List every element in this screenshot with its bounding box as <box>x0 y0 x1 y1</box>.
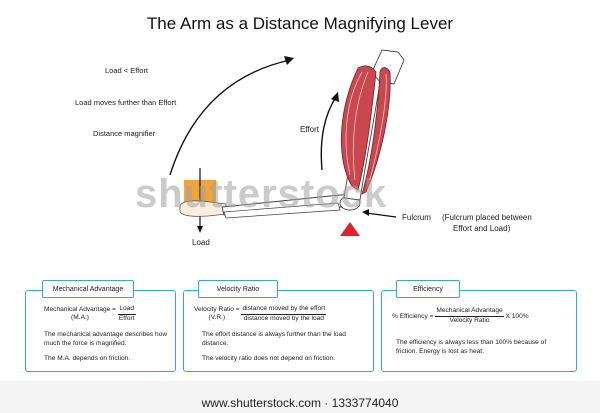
ma-denominator: Effort <box>118 314 135 322</box>
ma-formula-lhs: Mechanical Advantage = <box>44 305 117 313</box>
eff-numerator: Mechanical Advantage <box>435 307 504 317</box>
footer-url: www.shutterstock.com · 1333774040 <box>201 396 399 410</box>
note-load-moves-further: Load moves further than Effort <box>75 98 177 107</box>
biceps-muscle <box>340 65 377 191</box>
forearm-bone-radius <box>223 202 341 219</box>
efficiency-formula: % Efficiency = Mechanical Advantage Velo… <box>392 307 574 325</box>
efficiency-box: Efficiency % Efficiency = Mechanical Adv… <box>381 280 577 372</box>
fulcrum-pointer <box>365 212 397 218</box>
ma-numerator: Load <box>117 305 136 315</box>
velocity-ratio-formula: Velocity Ratio = (V.R.) distance moved b… <box>194 305 369 323</box>
vr-formula-abbr: (V.R.) <box>208 314 226 322</box>
diagram-title: The Arm as a Distance Magnifying Lever <box>146 14 454 33</box>
effort-label: Effort <box>300 125 319 134</box>
fulcrum-note-line2: Effort and Load) <box>453 224 511 233</box>
vr-numerator: distance moved by the effort <box>241 305 327 315</box>
load-label: Load <box>192 238 210 247</box>
fulcrum-label: Fulcrum <box>402 213 431 222</box>
eff-times-100: X 100% <box>505 312 529 320</box>
fulcrum-pointer-head <box>362 209 369 216</box>
note-load-less-effort: Load < Effort <box>105 66 149 75</box>
ma-description: The mechanical advantage describes how m… <box>44 331 168 347</box>
load-movement-arc-arrow <box>169 59 291 176</box>
mechanical-advantage-title: Mechanical Advantage <box>42 280 134 298</box>
note-distance-magnifier: Distance magnifier <box>93 129 156 138</box>
mechanical-advantage-formula: Mechanical Advantage = (M.A.) Load Effor… <box>44 305 174 323</box>
watermark: shutterstock <box>135 172 388 216</box>
triceps-muscle <box>361 67 391 195</box>
velocity-ratio-title: Velocity Ratio <box>198 280 278 298</box>
ma-friction-note: The M.A. depends on friction. <box>44 355 131 362</box>
vr-denominator: distance moved by the load <box>243 314 324 322</box>
fulcrum-note-line1: (Fulcrum placed between <box>442 213 532 222</box>
vr-formula-lhs: Velocity Ratio = <box>194 305 240 313</box>
efficiency-title: Efficiency <box>396 280 460 298</box>
vr-description: The effort distance is always further th… <box>202 331 346 347</box>
load-arc-arrowhead <box>284 56 294 65</box>
ma-formula-abbr: (M.A.) <box>71 314 89 322</box>
velocity-ratio-box: Velocity Ratio Velocity Ratio = (V.R.) d… <box>183 280 374 372</box>
mechanical-advantage-box: Mechanical Advantage Mechanical Advantag… <box>25 280 176 372</box>
eff-formula-lhs: % Efficiency = <box>392 312 434 320</box>
effort-arc-arrow <box>320 96 337 171</box>
eff-description: The efficiency is always less than 100% … <box>396 339 547 355</box>
arm-lever-illustration <box>169 49 405 236</box>
load-arrowhead <box>197 226 203 233</box>
eff-denominator: Velocity Ratio <box>449 316 490 324</box>
effort-arc-arrowhead <box>331 92 339 102</box>
fulcrum-triangle <box>340 222 360 236</box>
footer-bar <box>0 381 600 413</box>
vr-friction-note: The velocity ratio does not depend on fr… <box>202 355 336 362</box>
